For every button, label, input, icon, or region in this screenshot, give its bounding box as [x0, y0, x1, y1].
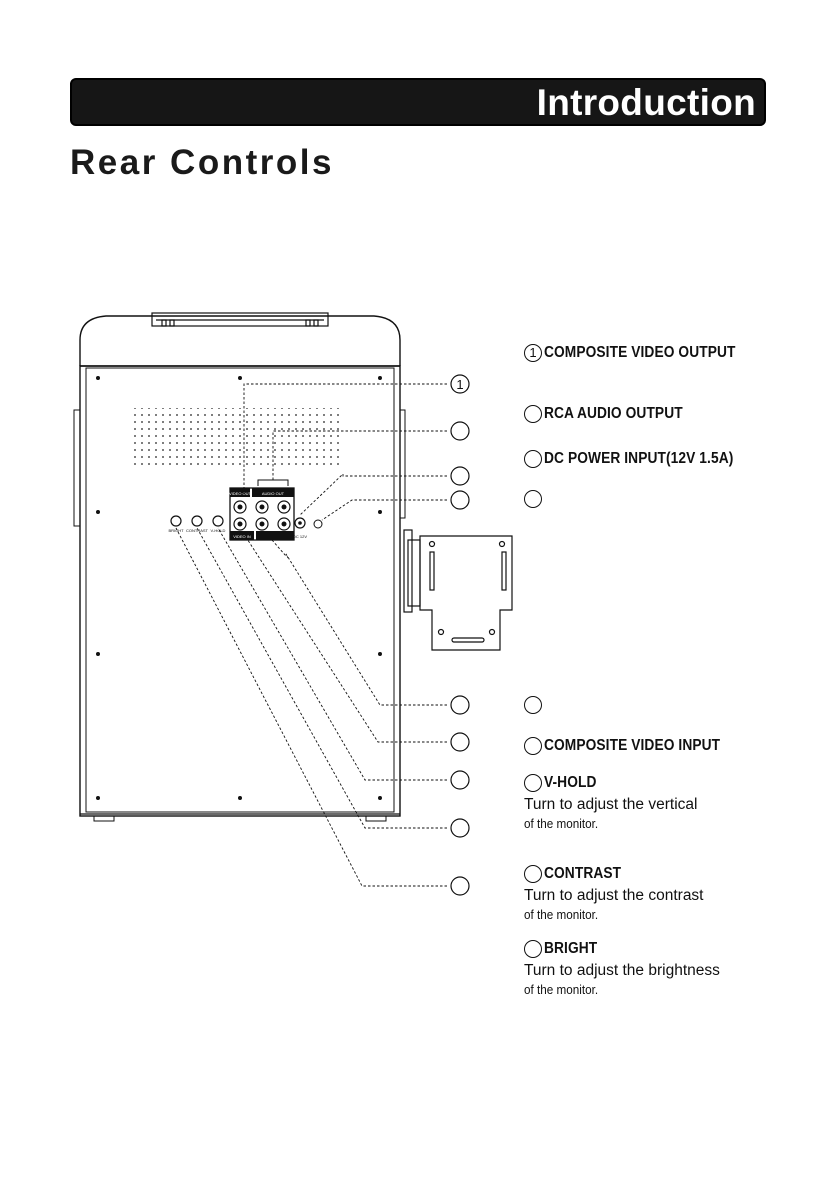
foot-left: [93, 815, 115, 822]
monitor-rear-body: [79, 365, 401, 817]
leader-7: [217, 527, 447, 781]
callout-bright: BRIGHT Turn to adjust the brightness of …: [524, 939, 720, 997]
label-audio-out: AUDIO OUT: [262, 491, 285, 496]
monitor-top-cap: [79, 315, 401, 366]
callout-5: [524, 695, 544, 715]
screw: [96, 796, 100, 800]
header-title: Introduction: [536, 82, 756, 123]
marker-number: 1: [456, 377, 463, 392]
screw: [378, 652, 382, 656]
callout-v-hold: V-HOLD Turn to adjust the vertical of th…: [524, 773, 697, 831]
callout-composite-video-output: 1 COMPOSITE VIDEO OUTPUT: [524, 343, 767, 363]
jack-audio-out-l: [255, 500, 269, 514]
callout-contrast: CONTRAST Turn to adjust the contrast of …: [524, 864, 704, 922]
side-bump-right: [399, 409, 406, 519]
jack-audio-in-r: [277, 517, 291, 531]
monitor-rear-panel: [85, 367, 395, 813]
jack-audio-out-r: [277, 500, 291, 514]
callout-number: [524, 490, 542, 508]
callout-number: [524, 940, 542, 958]
screw: [378, 510, 382, 514]
leader-3: [299, 472, 447, 516]
marker-circle: [450, 421, 470, 441]
label-contrast: CONTRAST: [186, 528, 209, 533]
knob-contrast: [191, 515, 203, 527]
jack-video-in: [233, 517, 247, 531]
marker-circle: [450, 490, 470, 510]
label-vhold: V-HOLD: [211, 528, 226, 533]
leader-6: [241, 530, 447, 743]
label-video-in: VIDEO IN: [233, 534, 251, 539]
screw: [378, 796, 382, 800]
leader-1: [243, 383, 447, 494]
label-bright: BRIGHT: [168, 528, 184, 533]
callout-description: of the monitor.: [524, 982, 599, 997]
mounting-bracket: [403, 529, 513, 651]
callout-composite-video-input: COMPOSITE VIDEO INPUT: [524, 736, 749, 756]
callout-label: COMPOSITE VIDEO INPUT: [544, 737, 721, 754]
screws: [96, 376, 382, 800]
callout-number: 1: [524, 344, 542, 362]
callout-4: [524, 489, 544, 509]
marker-circle: [450, 466, 470, 486]
callout-number: [524, 737, 542, 755]
callout-number: [524, 450, 542, 468]
callout-number: [524, 696, 542, 714]
screw: [96, 376, 100, 380]
callout-number: [524, 865, 542, 883]
callout-number: [524, 774, 542, 792]
marker-circle: [450, 876, 470, 896]
marker-circles: [450, 374, 470, 896]
callout-description: of the monitor.: [524, 907, 599, 922]
marker-circle: [450, 695, 470, 715]
callout-description: Turn to adjust the vertical: [524, 796, 698, 813]
callout-label: DC POWER INPUT(12V 1.5A): [544, 450, 734, 467]
callout-description: Turn to adjust the contrast: [524, 887, 704, 904]
knob-bright: [170, 515, 182, 527]
callout-description: Turn to adjust the brightness: [524, 962, 720, 979]
callout-dc-power-input: DC POWER INPUT(12V 1.5A): [524, 449, 764, 469]
screw: [378, 376, 382, 380]
leader-8: [196, 527, 447, 829]
callout-label: V-HOLD: [544, 774, 597, 791]
callout-label: CONTRAST: [544, 865, 622, 882]
carry-handle: [151, 312, 329, 327]
screw: [238, 796, 242, 800]
screw: [96, 652, 100, 656]
marker-circle: [450, 374, 470, 394]
adjustment-knobs: [170, 515, 224, 527]
callout-label: RCA AUDIO OUTPUT: [544, 405, 683, 422]
page-title: Rear Controls: [70, 143, 334, 182]
jack-audio-in-l: [255, 517, 269, 531]
header-bar: Introduction: [70, 78, 766, 126]
connector-block: VIDEO OUT AUDIO OUT VIDEO IN: [229, 479, 295, 541]
jack-video-out: [233, 500, 247, 514]
callout-label: BRIGHT: [544, 940, 598, 957]
marker-circle: [450, 818, 470, 838]
dc-power-jack: DC 12V: [293, 517, 307, 539]
indicator-hole: [313, 519, 323, 529]
label-dc: DC 12V: [293, 534, 307, 539]
leader-4: [321, 499, 447, 521]
knob-vhold: [212, 515, 224, 527]
callout-number: [524, 405, 542, 423]
screw: [96, 510, 100, 514]
marker-circle: [450, 770, 470, 790]
ventilation-grille: [130, 408, 340, 466]
label-video-out: VIDEO OUT: [229, 491, 252, 496]
leader-5: [285, 553, 447, 706]
side-bump-left: [73, 409, 81, 527]
callout-rca-audio-output: RCA AUDIO OUTPUT: [524, 404, 705, 424]
leader-5b: [271, 539, 287, 557]
leader-9: [175, 527, 447, 887]
foot-right: [365, 815, 387, 822]
callout-label: COMPOSITE VIDEO OUTPUT: [544, 344, 736, 361]
callout-description: of the monitor.: [524, 816, 599, 831]
screw: [238, 376, 242, 380]
marker-circle: [450, 732, 470, 752]
